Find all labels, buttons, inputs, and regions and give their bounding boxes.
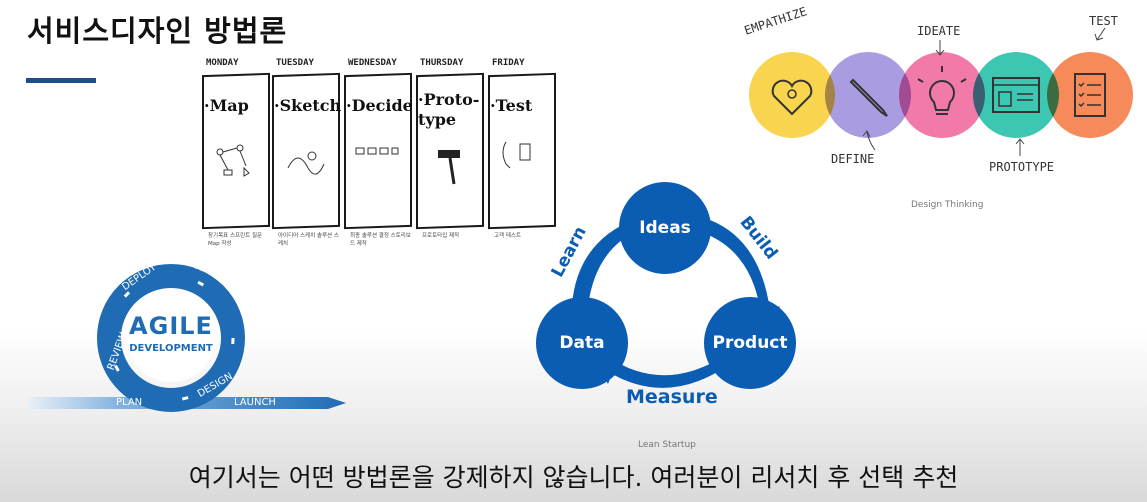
page-title: 서비스디자인 방법론: [27, 14, 288, 48]
test-label: TEST: [1089, 14, 1118, 28]
test-circle: [1047, 52, 1133, 138]
lean-startup-diagram: Ideas Product Data Build Measure Learn L…: [520, 178, 810, 450]
lean-startup-caption: Lean Startup: [638, 440, 696, 450]
sprint-panel-note: 고객 테스트: [494, 233, 522, 239]
design-thinking-caption: Design Thinking: [911, 200, 984, 210]
sprint-panel-note: 프로토타입 제작: [422, 233, 460, 239]
sprint-day-label: THURSDAY: [420, 58, 464, 68]
define-label: DEFINE: [831, 152, 875, 166]
lightbulb-icon: [917, 66, 967, 115]
prototype-label: PROTOTYPE: [989, 160, 1055, 174]
sprint-panel-note: 아이디어 스케치 솔루션 스케치: [278, 233, 339, 247]
agile-title: AGILE: [129, 312, 213, 340]
sketch-doodle-icon: [287, 151, 325, 175]
agile-development-diagram: AGILE DEVELOPMENT TEST DEVELOP DESIGN RE…: [28, 250, 348, 420]
sprint-day-label: TUESDAY: [276, 58, 314, 68]
define-circle: [825, 52, 911, 138]
ideate-label: IDEATE: [917, 24, 961, 38]
lean-node-product: Product: [712, 333, 788, 353]
agile-line-launch: LAUNCH: [234, 397, 276, 408]
sprint-day-tuesday: TUESDAY ·Sketch 아이디어 스케치 솔루션 스케치: [272, 58, 342, 258]
checklist-icon: [1074, 73, 1106, 117]
lean-cycle-graphic: [536, 182, 796, 389]
sprint-day-label: MONDAY: [206, 58, 239, 68]
empathize-circle: [749, 52, 835, 138]
sprint-day-thursday: THURSDAY ·Proto-type 프로토타입 제작: [416, 58, 484, 258]
wireframe-icon: [992, 77, 1040, 113]
agile-cycle-graphic: [28, 264, 346, 412]
sprint-panel-label: ·Proto-type: [418, 90, 480, 129]
design-sprint-diagram: MONDAY ·Map 장기목표 스프린트 질문 Map 작성 TUESDAY …: [200, 58, 558, 258]
pencil-icon: [849, 78, 888, 117]
agile-line-plan: PLAN: [116, 397, 143, 408]
design-thinking-pointer-arrows: [862, 27, 1106, 156]
sprint-panel-label: ·Test: [490, 96, 533, 115]
user-test-icon: [502, 141, 531, 169]
sprint-day-label: FRIDAY: [492, 58, 525, 68]
agile-subtitle: DEVELOPMENT: [129, 343, 213, 354]
ideate-circle: [899, 52, 985, 138]
sprint-panel-label: ·Sketch: [274, 96, 342, 115]
title-underline: [26, 78, 96, 83]
prototype-circle: [973, 52, 1059, 138]
subtitle-caption: 여기서는 어떤 방법론을 강제하지 않습니다. 여러분이 리서치 후 선택 추천: [188, 463, 959, 492]
sprint-panel-note: 장기목표 스프린트 질문 Map 작성: [208, 233, 263, 247]
sprint-day-label: WEDNESDAY: [348, 58, 397, 68]
sprint-panel-note: 최종 솔루션 결정 스토리보드 제작: [350, 233, 411, 247]
sprint-day-wednesday: WEDNESDAY ·Decide 최종 솔루션 결정 스토리보드 제작: [344, 58, 413, 258]
sprint-panel-label: ·Decide: [346, 96, 413, 115]
lean-node-data: Data: [559, 333, 605, 353]
sprint-day-friday: FRIDAY ·Test 고객 테스트: [488, 58, 556, 258]
sprint-day-monday: MONDAY ·Map 장기목표 스프린트 질문 Map 작성: [202, 58, 270, 258]
sprint-panel-label: ·Map: [204, 96, 249, 115]
heart-person-icon: [771, 79, 813, 116]
lean-node-ideas: Ideas: [639, 218, 691, 238]
map-sketch-icon: [216, 144, 250, 177]
storyboard-doodle-icon: [355, 147, 399, 155]
design-thinking-diagram: EMPATHIZE DEFINE IDEATE PROTOTYPE TEST D…: [735, 0, 1145, 220]
hammer-icon: [438, 150, 460, 185]
lean-arrow-measure: Measure: [626, 386, 718, 408]
